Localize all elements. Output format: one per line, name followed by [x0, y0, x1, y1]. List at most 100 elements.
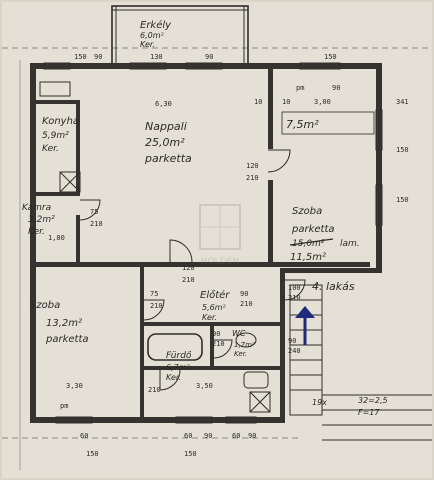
dim-150d: 150 — [396, 196, 409, 204]
dim-150f: 150 — [184, 450, 197, 458]
strike-line — [289, 238, 334, 246]
stair-direction-arrow-icon — [295, 306, 315, 345]
room-floor: parketta — [144, 152, 192, 165]
dimension-labels: 6,30 3,00 10 10 pm 150 90 130 90 150 90 … — [48, 53, 409, 458]
dim-210d: 210 — [150, 302, 163, 310]
room-area: 6,0m² — [140, 31, 165, 40]
watermark: HOLDEN — [199, 204, 241, 267]
doors — [79, 149, 306, 391]
bathroom-fixtures — [147, 332, 271, 413]
room-floor: parketta — [291, 224, 335, 235]
dim-60a: 60 — [80, 432, 88, 440]
dim-630: 6,30 — [155, 100, 172, 108]
kitchen-fixtures — [39, 81, 81, 193]
windows-bottom — [55, 416, 257, 424]
unit-label: 4. lakás — [312, 280, 355, 293]
room-area-corrected: 11,5m² — [290, 252, 326, 263]
dim-pm: pm — [60, 402, 68, 410]
area-top-box — [281, 111, 375, 135]
watermark-text: HOLDEN — [201, 257, 239, 267]
dim-75: 75 — [90, 208, 98, 216]
dim-90c: 90 — [332, 84, 340, 92]
room-name: Fürdő — [166, 351, 192, 361]
dim-300: 3,00 — [314, 98, 331, 106]
dim-75b: 75 — [150, 290, 158, 298]
dim-60b: 60 — [184, 432, 192, 440]
dim-150c: 150 — [396, 146, 409, 154]
dim-90b: 90 — [205, 53, 213, 61]
room-floor: Ker. — [28, 227, 45, 237]
dim-90a: 90 — [94, 53, 102, 61]
room-erkely: Erkély 6,0m² Ker. — [140, 19, 172, 49]
room-area: 5,9m² — [42, 131, 69, 141]
outer-walls — [30, 63, 382, 423]
dim-90h: 90 — [212, 330, 220, 338]
room-name: Konyha — [42, 116, 79, 127]
dim-60c: 60 — [232, 432, 240, 440]
room-floor: Ker. — [42, 144, 59, 154]
room-area: 3,2m² — [28, 215, 55, 225]
room-name: Kamra — [22, 203, 51, 213]
dim-210c: 210 — [182, 276, 195, 284]
dim-210f: 210 — [240, 300, 253, 308]
windows-right — [375, 109, 383, 226]
room-area: 1,7m² — [234, 341, 255, 349]
dim-90g: 90 — [288, 337, 296, 345]
dim-350: 3,50 — [196, 382, 213, 390]
stair-count: 19x — [312, 398, 327, 407]
dim-100: 100 — [288, 284, 301, 292]
inner-walls — [30, 69, 370, 422]
room-area: 5,6m² — [202, 303, 227, 312]
room-szoba-left: Szoba 13,2m² parketta — [30, 300, 89, 345]
dim-pm-top: pm — [296, 84, 304, 92]
sheet-frame — [2, 47, 432, 470]
dim-240: 240 — [288, 347, 301, 355]
dim-150e: 150 — [86, 450, 99, 458]
room-name: Előtér — [200, 289, 230, 301]
room-note: lam. — [340, 239, 360, 249]
room-name: Szoba — [292, 206, 322, 217]
room-konyha: Konyha 5,9m² Ker. — [42, 116, 79, 154]
room-name: Erkély — [140, 19, 172, 31]
windows-top — [43, 62, 341, 70]
dim-150b: 150 — [324, 53, 337, 61]
room-floor: Ker. — [202, 313, 217, 322]
dim-210h: 210 — [148, 386, 161, 394]
room-area-struck: 15,0m² — [292, 239, 325, 249]
dim-150a: 150 — [74, 53, 87, 61]
dim-90f: 90 — [240, 290, 248, 298]
dim-10b: 10 — [282, 98, 290, 106]
room-area-top: 7,5m² — [286, 118, 319, 131]
dim-210e: 210 — [288, 294, 301, 302]
dim-341: 341 — [396, 98, 409, 106]
room-furdo: Fürdő 6,7m² Ker. — [166, 351, 192, 382]
room-area: 25,0m² — [145, 136, 185, 149]
dim-120b: 120 — [182, 264, 195, 272]
dim-10a: 10 — [254, 98, 262, 106]
room-kamra: Kamra 3,2m² Ker. — [22, 203, 55, 237]
room-szoba-right: 7,5m² Szoba 15,0m² lam. parketta 11,5m² — [286, 118, 360, 263]
dim-180: 1,80 — [48, 234, 65, 242]
dim-210a: 210 — [246, 174, 259, 182]
room-floor: Ker. — [234, 350, 247, 358]
room-nappali: Nappali 25,0m² parketta — [144, 120, 192, 165]
room-area: 6,7m² — [166, 363, 191, 372]
room-floor: parketta — [45, 334, 89, 345]
room-area: 13,2m² — [46, 318, 82, 329]
dim-210g: 210 — [212, 340, 225, 348]
stair-formula: 32=2,5 — [358, 396, 388, 405]
room-floor: Ker. — [140, 40, 155, 49]
dim-130: 130 — [150, 53, 163, 61]
room-eloter: Előtér 5,6m² Ker. — [200, 289, 230, 322]
dim-330: 3,30 — [66, 382, 83, 390]
dim-210b: 210 — [90, 220, 103, 228]
stair-formula-2: F=17 — [358, 408, 380, 417]
room-name: Nappali — [145, 120, 187, 133]
dim-90e: 90 — [248, 432, 256, 440]
room-floor: Ker. — [166, 373, 181, 382]
dim-90d: 90 — [204, 432, 212, 440]
room-wc: WC 1,7m² Ker. — [232, 329, 255, 358]
dim-120: 120 — [246, 162, 259, 170]
staircase — [289, 284, 432, 441]
